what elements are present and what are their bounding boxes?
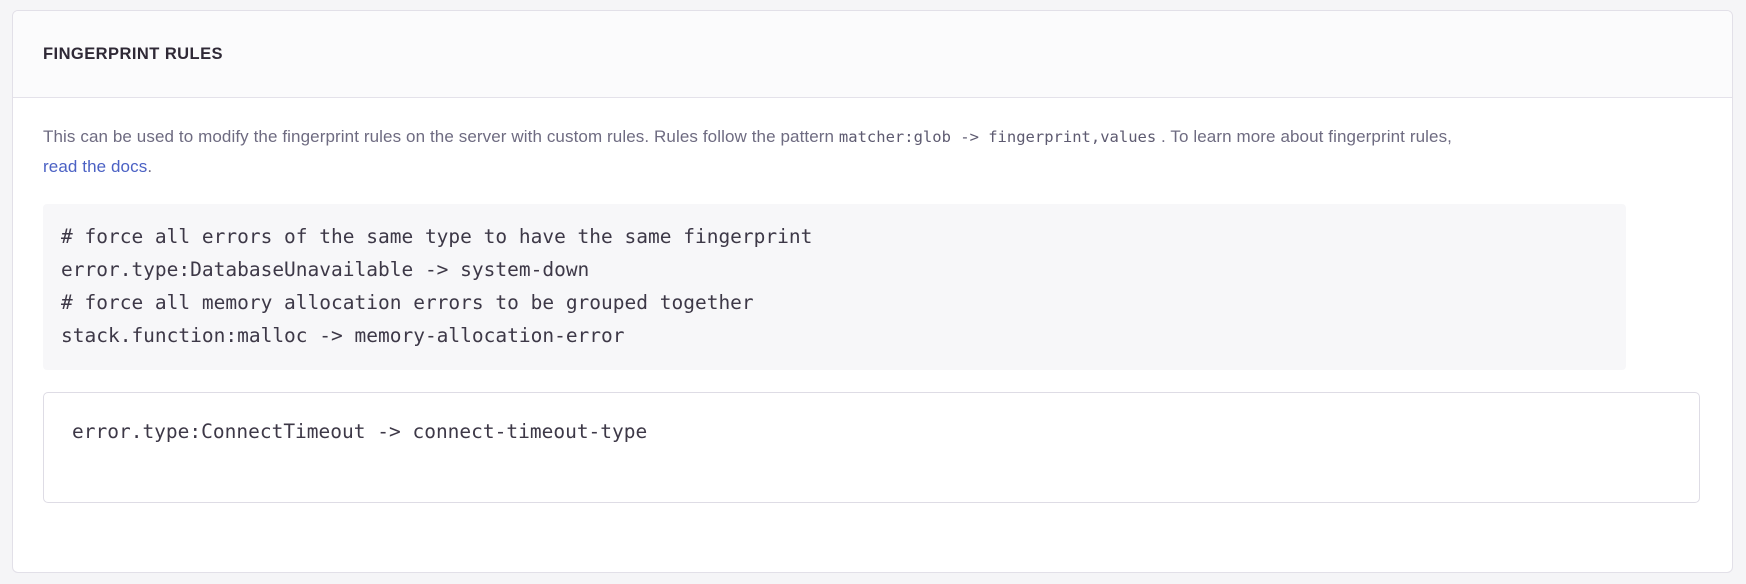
fingerprint-rules-input[interactable]	[43, 392, 1700, 503]
code-line: # force all memory allocation errors to …	[61, 291, 754, 314]
inline-code-values: values	[1100, 128, 1157, 146]
code-line: # force all errors of the same type to h…	[61, 225, 813, 248]
description-text: This can be used to modify the fingerpri…	[43, 122, 1463, 182]
code-line: error.type:DatabaseUnavailable -> system…	[61, 258, 590, 281]
fingerprint-rules-panel: FINGERPRINT RULES This can be used to mo…	[12, 10, 1733, 573]
description-part-3: .	[147, 157, 153, 176]
description-part-1: This can be used to modify the fingerpri…	[43, 127, 839, 146]
read-the-docs-link[interactable]: read the docs	[43, 157, 148, 176]
panel-body: This can be used to modify the fingerpri…	[13, 98, 1732, 503]
page-title: FINGERPRINT RULES	[43, 44, 223, 63]
panel-header: FINGERPRINT RULES	[13, 11, 1732, 98]
example-rules-code-block: # force all errors of the same type to h…	[43, 204, 1626, 370]
inline-code-pattern: matcher:glob -> fingerprint,	[838, 128, 1101, 146]
code-line: stack.function:malloc -> memory-allocati…	[61, 324, 625, 347]
description-part-2: . To learn more about fingerprint rules,	[1156, 127, 1452, 146]
